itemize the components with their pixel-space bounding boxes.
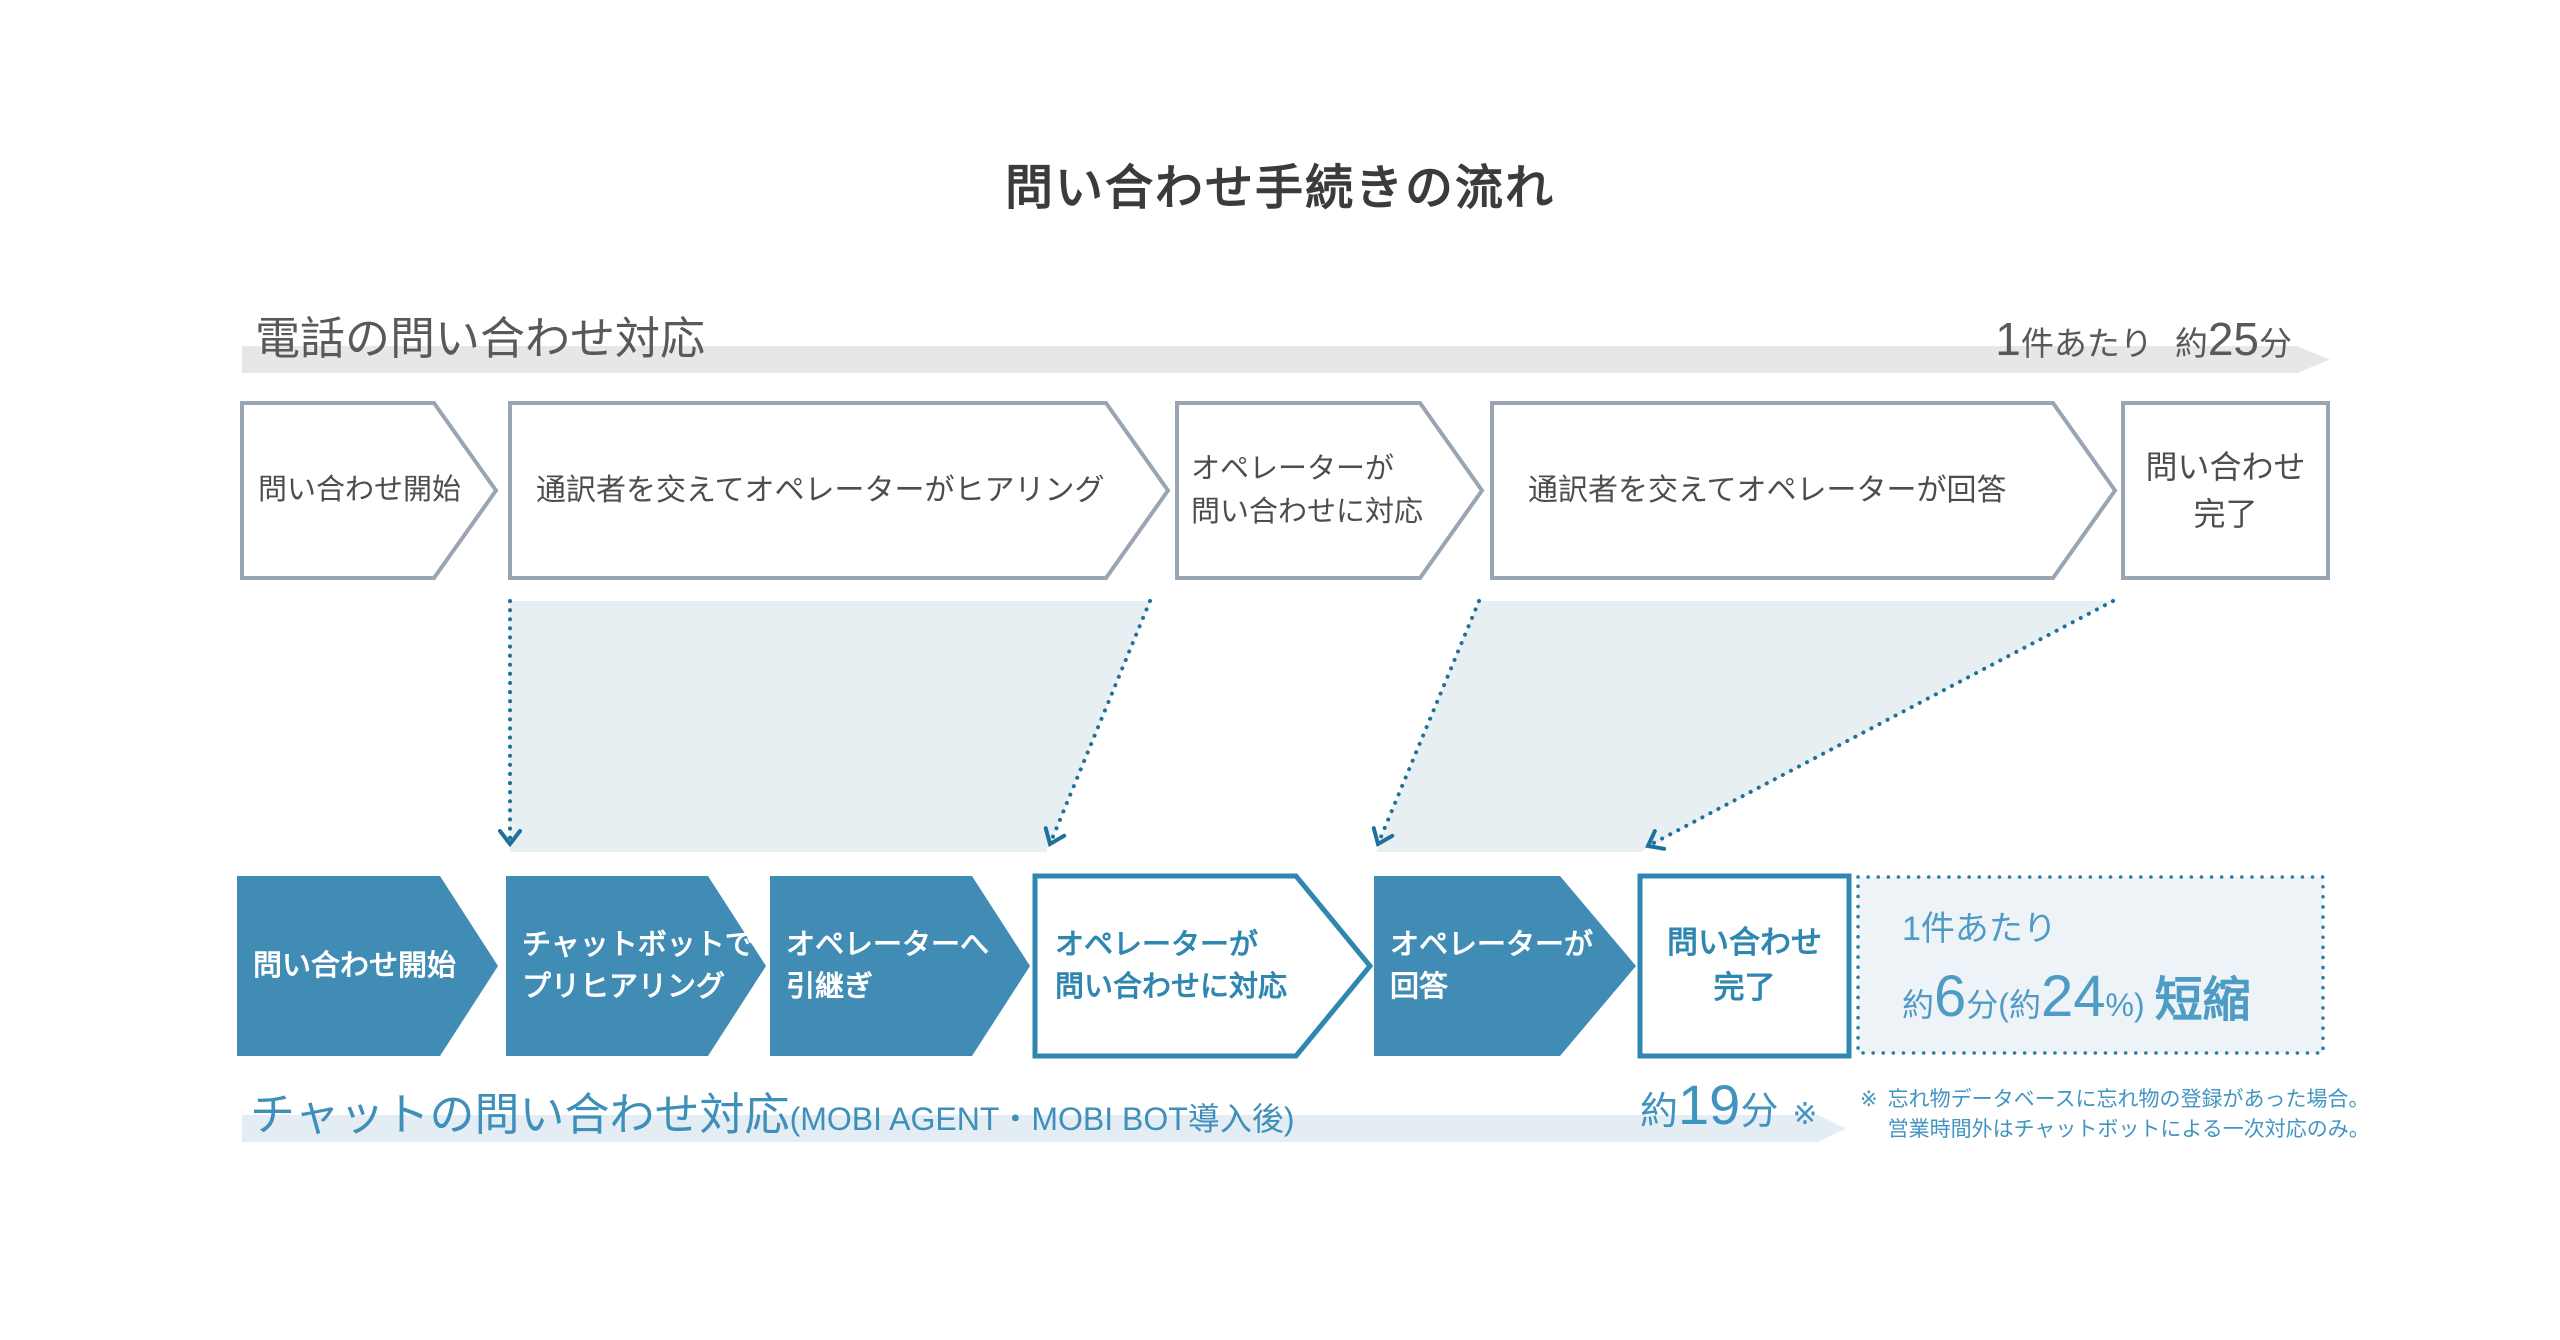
page-title: 問い合わせ手続きの流れ <box>1004 162 1555 215</box>
chat-duration-label: 約 19 分 ※ <box>1640 1072 1817 1137</box>
chat-step-5-label: オペレーターが 回答 <box>1390 928 1594 1003</box>
savings-box: 1件あたり 約6分(約24%)短縮 <box>1858 877 2323 1053</box>
chat-step-3-shape <box>770 876 1030 1056</box>
phone-duration-unit: 分 <box>2259 325 2292 362</box>
chat-step-6-shape <box>1637 873 1852 1059</box>
savings-minutes: 6 <box>1934 963 1967 1029</box>
chat-duration-unit: 分 <box>1740 1091 1779 1133</box>
savings-paren-close: %) <box>2105 986 2145 1023</box>
footnote: ※ 忘れ物データベースに忘れ物の登録があった場合。 営業時間外はチャットボットに… <box>1860 1085 2370 1145</box>
chat-duration-approx: 約 <box>1640 1091 1679 1133</box>
phone-step-2-shape <box>508 401 1171 580</box>
phone-step-3-shape <box>1175 401 1485 580</box>
dotted-arrow-4 <box>1645 599 2115 851</box>
transition-shade-right <box>1376 601 2113 852</box>
phone-step-1-label: 問い合わせ開始 <box>258 474 462 507</box>
phone-step-5-shape <box>2121 401 2330 580</box>
chat-step-4-shape <box>1032 873 1374 1059</box>
chat-step-1-shape <box>237 876 498 1056</box>
savings-unit: 分 <box>1966 986 1999 1023</box>
savings-box-shape <box>1856 875 2325 1055</box>
phone-duration-band <box>242 346 2330 373</box>
phone-duration-label: 1 件あたり 約 25 分 <box>1892 312 2292 366</box>
chat-step-2-label: チャットボットで プリヒアリング <box>522 928 754 1003</box>
chat-step-2-shape <box>506 876 766 1056</box>
phone-step-1-shape <box>240 401 499 580</box>
chat-step-5-shape <box>1374 876 1636 1056</box>
phone-duration-approx: 約 <box>2174 325 2208 362</box>
savings-percent: 24 <box>2040 963 2106 1029</box>
footnote-line2: 営業時間外はチャットボットによる一次対応のみ。 <box>1887 1118 2370 1141</box>
phone-step-2-label: 通訳者を交えてオペレーターがヒアリング <box>536 473 1105 507</box>
savings-label: 短縮 <box>2154 973 2251 1027</box>
chat-step-3-label: オペレーターへ 引継ぎ <box>786 928 990 1003</box>
phone-duration-count: 1 <box>1995 313 2021 365</box>
chat-duration-band <box>242 1115 1846 1142</box>
savings-line2: 約6分(約24%)短縮 <box>1902 960 2323 1030</box>
phone-duration-count-suffix: 件あたり <box>2020 325 2153 362</box>
phone-section-heading: 電話の問い合わせ対応 <box>255 313 706 364</box>
transition-shade-left <box>510 601 1150 852</box>
phone-duration-minutes: 25 <box>2207 313 2259 365</box>
footnote-lines: 忘れ物データベースに忘れ物の登録があった場合。 営業時間外はチャットボットによる… <box>1888 1085 2370 1145</box>
dotted-arrow-2 <box>1043 599 1152 848</box>
chat-step-1-label: 問い合わせ開始 <box>253 949 457 982</box>
savings-paren-open: ( <box>1998 986 2009 1023</box>
chat-duration-note-mark: ※ <box>1792 1098 1818 1131</box>
phone-step-4-label: 通訳者を交えてオペレーターが回答 <box>1528 473 2007 507</box>
savings-line1: 1件あたり <box>1902 909 2057 948</box>
dotted-arrow-3 <box>1371 599 1481 848</box>
footnote-mark: ※ <box>1860 1088 1878 1111</box>
chat-duration-minutes: 19 <box>1678 1073 1741 1136</box>
savings-approx: 約 <box>1902 986 1935 1023</box>
phone-step-3-label: オペレーターが 問い合わせに対応 <box>1191 453 1424 528</box>
chat-step-4-label: オペレーターが 問い合わせに対応 <box>1055 928 1288 1003</box>
chat-step-6-label: 問い合わせ 完了 <box>1667 925 1822 1005</box>
chat-heading-note: (MOBI AGENT・MOBI BOT導入後) <box>789 1101 1295 1137</box>
footnote-line1: 忘れ物データベースに忘れ物の登録があった場合。 <box>1887 1088 2370 1111</box>
phone-step-5-label: 問い合わせ 完了 <box>2145 449 2306 532</box>
phone-step-4-shape <box>1490 401 2118 580</box>
savings-approx2: 約 <box>2008 986 2041 1023</box>
chat-section-heading: チャットの問い合わせ対応 (MOBI AGENT・MOBI BOT導入後) <box>250 1078 1294 1143</box>
chat-heading-main: チャットの問い合わせ対応 <box>250 1089 790 1140</box>
